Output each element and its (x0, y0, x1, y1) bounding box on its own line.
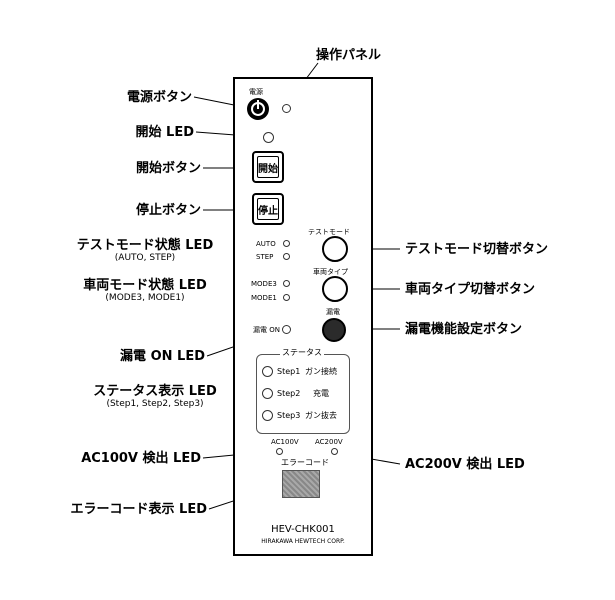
callout-start-button: 開始ボタン (135, 161, 201, 176)
step1-led (262, 366, 273, 377)
callout-test-mode-led: テストモード状態 LED (AUTO, STEP) (60, 238, 230, 264)
model-name: HEV-CHK001 (271, 524, 335, 535)
error-code-display (282, 470, 320, 498)
mode3-led (283, 280, 290, 287)
callout-status-led: ステータス表示 LED (Step1, Step2, Step3) (70, 384, 240, 410)
vehicle-type-label: 車両タイプ (313, 268, 348, 276)
callout-test-mode-led-title: テストモード状態 LED (76, 238, 214, 253)
mode1-label: MODE1 (251, 294, 277, 302)
power-button[interactable] (247, 98, 269, 120)
start-led (263, 132, 274, 143)
auto-label: AUTO (256, 240, 276, 248)
step3-label: Step3 (277, 411, 301, 420)
mode3-label: MODE3 (251, 280, 277, 288)
leak-on-led (282, 325, 291, 334)
step1-label: Step1 (277, 367, 301, 376)
panel-led (282, 104, 291, 113)
maker-name: HIRAKAWA HEWTECH CORP. (261, 538, 345, 545)
stop-button-label: 停止 (257, 198, 279, 220)
callout-vehicle-mode-led-title: 車両モード状態 LED (83, 278, 207, 293)
leak-on-label: 漏電 ON (253, 326, 280, 334)
test-mode-switch-button[interactable] (322, 236, 348, 262)
callout-status-led-title: ステータス表示 LED (93, 384, 217, 399)
auto-led (283, 240, 290, 247)
leak-setting-button[interactable] (322, 318, 346, 342)
callout-leak-setting-button: 漏電機能設定ボタン (405, 322, 523, 337)
callout-test-mode-switch: テストモード切替ボタン (405, 242, 549, 257)
callout-start-led: 開始 LED (135, 125, 194, 140)
callout-stop-button: 停止ボタン (135, 203, 201, 218)
mode1-led (283, 294, 290, 301)
step1-text: ガン接続 (305, 367, 337, 376)
step2-label: Step2 (277, 389, 301, 398)
start-button[interactable]: 開始 (252, 151, 284, 183)
ac100-led (276, 448, 283, 455)
callout-ac100-led: AC100V 検出 LED (81, 451, 201, 466)
callout-power-button: 電源ボタン (126, 90, 192, 105)
callout-leak-on-led: 漏電 ON LED (120, 349, 205, 364)
ac200-led (331, 448, 338, 455)
callout-vehicle-mode-led-sub: (MODE3, MODE1) (105, 293, 185, 303)
power-label: 電源 (249, 88, 263, 96)
callout-test-mode-led-sub: (AUTO, STEP) (114, 253, 176, 263)
step3-led (262, 410, 273, 421)
leak-label: 漏電 (326, 308, 340, 316)
step2-led (262, 388, 273, 399)
callout-vehicle-mode-led: 車両モード状態 LED (MODE3, MODE1) (60, 278, 230, 304)
callout-panel: 操作パネル (316, 48, 382, 63)
power-icon-bar (257, 100, 259, 109)
step2-text: 充電 (313, 389, 329, 398)
test-mode-label: テストモード (308, 228, 350, 236)
start-button-label: 開始 (257, 156, 279, 178)
stop-button[interactable]: 停止 (252, 193, 284, 225)
step-led (283, 253, 290, 260)
callout-vehicle-type-switch: 車両タイプ切替ボタン (405, 282, 536, 297)
ac200-label: AC200V (315, 438, 343, 446)
vehicle-type-switch-button[interactable] (322, 276, 348, 302)
callout-status-led-sub: (Step1, Step2, Step3) (106, 399, 204, 409)
step-label: STEP (256, 253, 274, 261)
status-title: ステータス (280, 348, 324, 358)
callout-error-code-led: エラーコード表示 LED (70, 502, 207, 517)
ac100-label: AC100V (271, 438, 299, 446)
error-code-label: エラーコード (281, 458, 329, 467)
step3-text: ガン抜去 (305, 411, 337, 420)
callout-ac200-led: AC200V 検出 LED (405, 457, 525, 472)
